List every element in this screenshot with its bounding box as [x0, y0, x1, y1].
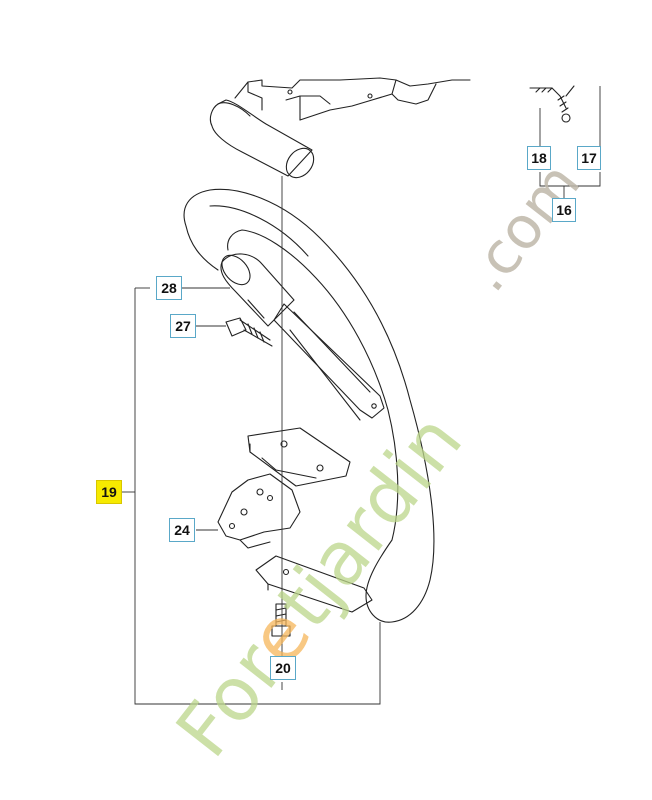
callout-17[interactable]: 17: [577, 146, 601, 170]
callout-20[interactable]: 20: [270, 656, 296, 680]
saw-body-outline: [234, 77, 471, 121]
mounting-plate-upper: [247, 427, 351, 487]
front-handle-bar: [183, 188, 435, 623]
handle-bracket-arm: [273, 303, 385, 421]
spring-assembly: [529, 85, 575, 123]
handle-grip-sleeve: [220, 253, 295, 327]
callout-28[interactable]: 28: [156, 276, 182, 300]
callout-27[interactable]: 27: [170, 314, 196, 338]
callout-19[interactable]: 19: [96, 480, 122, 504]
screw-part-27: [225, 317, 273, 347]
screw-part-20: [271, 603, 291, 637]
rear-handle-tube: [209, 99, 315, 179]
leader-lines: [122, 86, 601, 705]
callout-16[interactable]: 16: [552, 198, 576, 222]
callout-24[interactable]: 24: [169, 518, 195, 542]
mounting-plate-lower: [255, 555, 373, 613]
callout-18[interactable]: 18: [527, 146, 551, 170]
bracket-part-24: [217, 473, 301, 549]
